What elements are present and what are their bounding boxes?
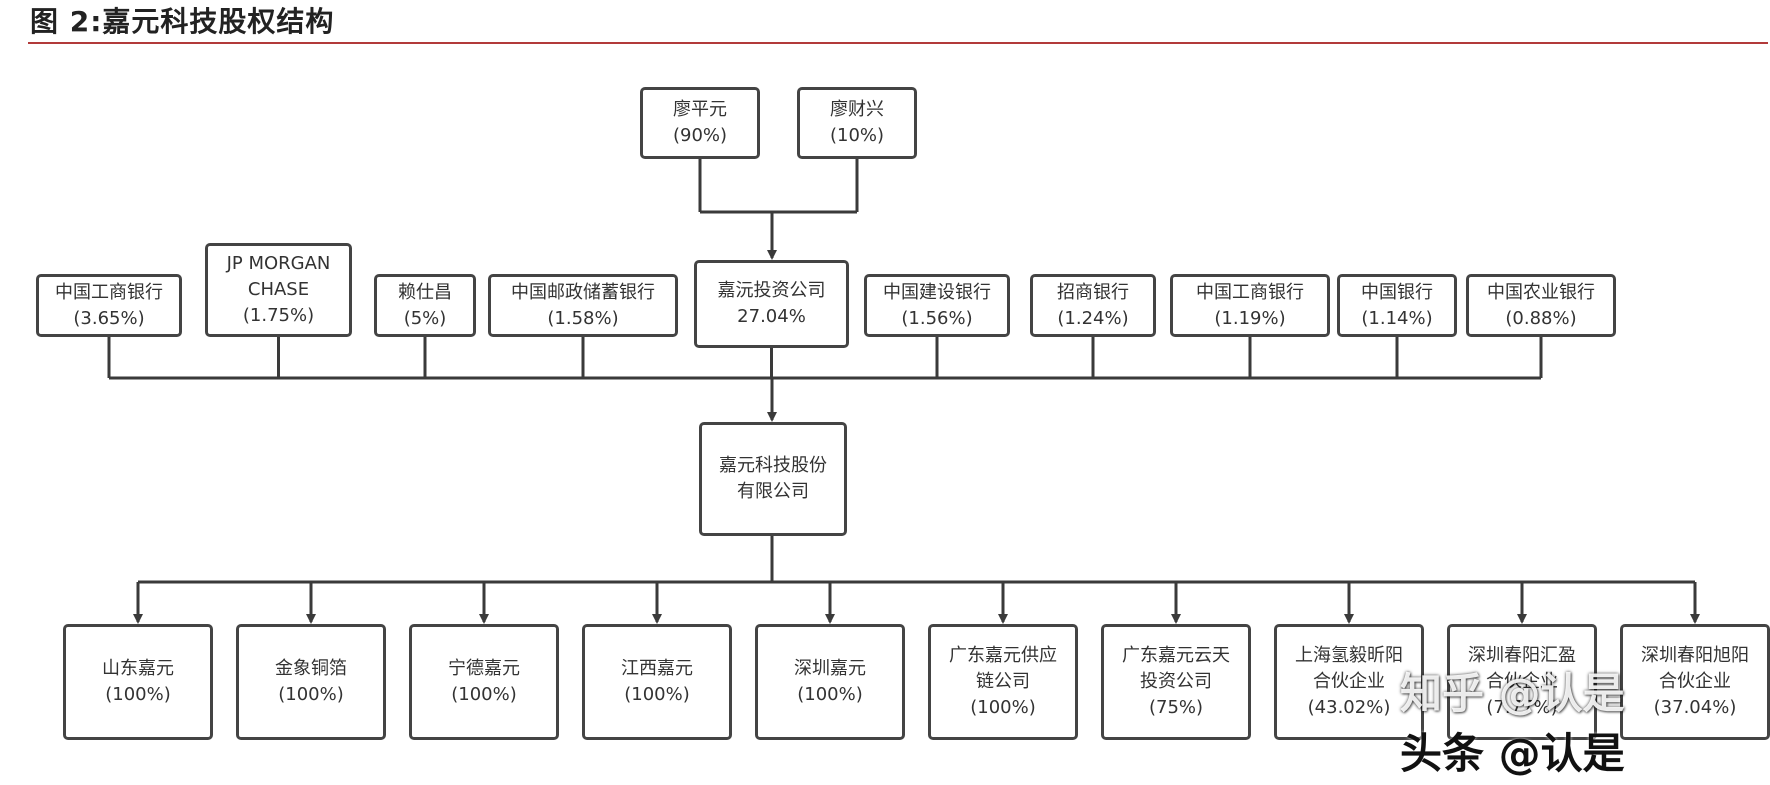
company-box-line: 嘉元科技股份	[719, 455, 827, 476]
subsidiary-box: 金象铜箔 (100%)	[236, 624, 386, 740]
shareholder-box: 招商银行 (1.24%)	[1030, 274, 1156, 337]
subsidiary-box-line: (100%)	[451, 684, 517, 705]
founder-name: 廖财兴	[830, 99, 884, 120]
subsidiary-box: 山东嘉元 (100%)	[63, 624, 213, 740]
company-box-line: 有限公司	[737, 481, 809, 502]
subsidiary-box-line: 合伙企业	[1659, 671, 1731, 692]
figure-title: 图 2:嘉元科技股权结构	[30, 5, 335, 38]
holding-company-box-line: 27.04%	[737, 306, 806, 327]
subsidiary-box-line: (43.02%)	[1307, 697, 1391, 718]
shareholder-box-line: 中国建设银行	[883, 281, 991, 303]
subsidiary-box: 上海氢毅昕阳合伙企业 (43.02%)	[1274, 624, 1424, 740]
shareholder-box: 中国工商银行 (3.65%)	[36, 274, 182, 337]
watermark-zhihu: 知乎 @认是	[1400, 669, 1625, 718]
watermark-toutiao: 头条 @认是	[1400, 729, 1625, 778]
shareholder-box: JP MORGAN CHASE (1.75%)	[205, 243, 352, 337]
title-divider	[28, 42, 1768, 44]
shareholder-box-line: (1.19%)	[1214, 307, 1286, 329]
shareholder-box-line: (1.58%)	[547, 307, 619, 329]
subsidiary-box-line: (100%)	[624, 684, 690, 705]
shareholder-box-line: 招商银行	[1057, 281, 1129, 303]
subsidiary-box-line: (37.04%)	[1653, 697, 1737, 718]
subsidiary-box-line: 山东嘉元	[102, 658, 174, 679]
shareholder-box-line: (5%)	[403, 307, 447, 329]
shareholder-box-line: (3.65%)	[73, 307, 145, 329]
subsidiary-box-line: 深圳春阳旭阳	[1641, 645, 1749, 666]
subsidiary-box-line: 金象铜箔	[275, 658, 347, 679]
shareholder-box-line: 中国银行	[1361, 281, 1433, 303]
shareholder-box-line: 中国邮政储蓄银行	[511, 281, 655, 303]
founder-box: 廖平元 (90%)	[640, 87, 760, 159]
shareholder-box: 中国农业银行 (0.88%)	[1466, 274, 1616, 337]
shareholder-box-line: 中国工商银行	[1196, 281, 1304, 303]
shareholder-box-line: 中国农业银行	[1487, 281, 1595, 303]
subsidiary-box: 广东嘉元云天投资公司 (75%)	[1101, 624, 1251, 740]
shareholder-box: 中国建设银行 (1.56%)	[864, 274, 1010, 337]
subsidiary-box-line: (100%)	[797, 684, 863, 705]
shareholder-box: 赖仕昌 (5%)	[374, 274, 476, 337]
shareholder-box-line: 赖仕昌	[398, 281, 452, 303]
subsidiary-box-line: 链公司	[976, 671, 1030, 692]
shareholder-box-line: (1.75%)	[242, 305, 315, 326]
shareholder-box: 中国邮政储蓄银行 (1.58%)	[488, 274, 678, 337]
subsidiary-box: 深圳嘉元 (100%)	[755, 624, 905, 740]
shareholder-box: 中国银行 (1.14%)	[1337, 274, 1457, 337]
subsidiary-box-line: 宁德嘉元	[448, 658, 520, 679]
subsidiary-box: 广东嘉元供应链公司 (100%)	[928, 624, 1078, 740]
founder-name: 廖平元	[673, 99, 727, 120]
shareholder-box-line: (0.88%)	[1505, 307, 1577, 329]
shareholder-box-line: (1.56%)	[901, 307, 973, 329]
subsidiary-box-line: 上海氢毅昕阳	[1295, 645, 1403, 666]
subsidiary-box-line: (75%)	[1148, 697, 1204, 718]
subsidiary-box-line: 广东嘉元云天	[1122, 645, 1230, 666]
subsidiary-box-line: 合伙企业	[1486, 671, 1558, 692]
subsidiary-box-line: 投资公司	[1140, 671, 1212, 692]
subsidiary-box-line: 深圳春阳汇盈	[1468, 645, 1576, 666]
connector-lines	[107, 159, 1700, 624]
holding-company-box: 嘉沅投资公司 27.04%	[694, 260, 849, 348]
subsidiary-box-line: (100%)	[105, 684, 171, 705]
subsidiary-box-line: 深圳嘉元	[794, 658, 866, 679]
shareholder-box-line: (1.14%)	[1361, 307, 1433, 329]
subsidiary-box: 宁德嘉元 (100%)	[409, 624, 559, 740]
shareholder-box-line: 中国工商银行	[55, 281, 163, 303]
subsidiary-box: 江西嘉元 (100%)	[582, 624, 732, 740]
subsidiary-box-line: (100%)	[970, 697, 1036, 718]
subsidiary-box: 深圳春阳旭阳合伙企业 (37.04%)	[1620, 624, 1770, 740]
holding-company-box-line: 嘉沅投资公司	[717, 280, 826, 301]
subsidiary-box-line: 广东嘉元供应	[949, 645, 1057, 666]
shareholder-box-line: JP MORGAN	[226, 253, 331, 274]
subsidiary-box-line: 合伙企业	[1313, 671, 1385, 692]
shareholder-box: 中国工商银行 (1.19%)	[1170, 274, 1330, 337]
founder-share: (10%)	[829, 125, 885, 146]
company-box: 嘉元科技股份有限公司	[699, 422, 847, 536]
founder-share: (90%)	[672, 125, 728, 146]
subsidiary-box-line: 江西嘉元	[621, 658, 693, 679]
shareholder-box-line: CHASE	[247, 279, 310, 300]
founder-box: 廖财兴 (10%)	[797, 87, 917, 159]
shareholder-box-line: (1.24%)	[1057, 307, 1129, 329]
subsidiary-box-line: (7.77%)	[1486, 697, 1558, 718]
subsidiary-box-line: (100%)	[278, 684, 344, 705]
subsidiary-box: 深圳春阳汇盈合伙企业 (7.77%)	[1447, 624, 1597, 740]
